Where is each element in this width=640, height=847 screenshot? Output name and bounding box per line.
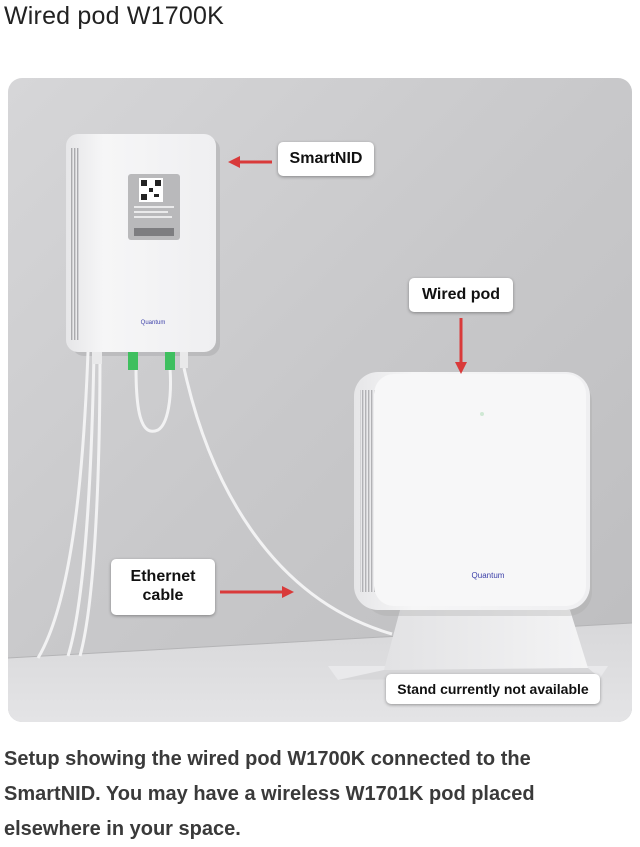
page-title: Wired pod W1700K bbox=[4, 2, 224, 31]
stand-availability-label: Stand currently not available bbox=[386, 674, 600, 704]
photo-caption: Setup showing the wired pod W1700K conne… bbox=[4, 742, 624, 847]
smartnid-label: SmartNID bbox=[278, 142, 374, 176]
ethernet-cable-label: Ethernet cable bbox=[111, 559, 215, 615]
wired-pod-label: Wired pod bbox=[409, 278, 513, 312]
smartnid-brand-logo: Quantum bbox=[141, 320, 166, 326]
pod-brand-logo: Quantum bbox=[472, 571, 505, 580]
product-photo: Quantum Quantum bbox=[8, 78, 632, 722]
smartnid-device: Quantum bbox=[66, 134, 220, 356]
wired-pod-device: Quantum bbox=[354, 372, 592, 616]
